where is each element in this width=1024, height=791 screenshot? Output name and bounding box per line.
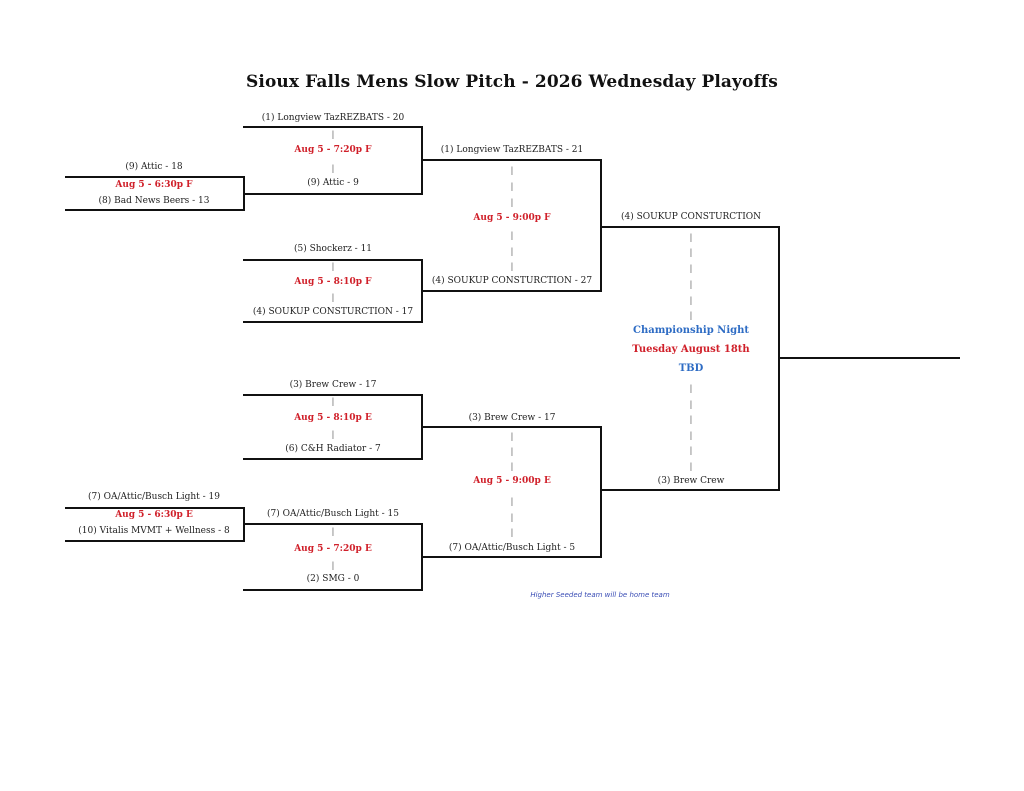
- r1-g4-team-bottom: (2) SMG - 0: [306, 574, 360, 584]
- separator: |: [331, 397, 335, 406]
- r0-top-team-bottom: (8) Bad News Beers - 13: [98, 196, 210, 206]
- separator: |: [510, 497, 514, 506]
- r1-g4-line-b: [243, 589, 423, 591]
- champion-line: [778, 357, 960, 359]
- separator: |: [689, 264, 693, 273]
- r1-g4-line-a: [243, 523, 423, 525]
- r1-g3-line-a: [243, 394, 423, 396]
- separator: |: [510, 262, 514, 271]
- championship-tbd-label: TBD: [678, 363, 704, 374]
- separator: |: [689, 233, 693, 242]
- separator: |: [510, 198, 514, 207]
- page-title: Sioux Falls Mens Slow Pitch - 2026 Wedne…: [246, 72, 778, 92]
- r2-g2-team-top: (3) Brew Crew - 17: [468, 413, 556, 423]
- r0-top-line-b: [65, 209, 245, 211]
- r2-g1-line-b: [421, 290, 602, 292]
- separator: |: [689, 384, 693, 393]
- r1-g1-team-top: (1) Longview TazREZBATS - 20: [261, 113, 405, 123]
- r2-g1-game-time: Aug 5 - 9:00p F: [473, 213, 551, 223]
- r1-g3-game-time: Aug 5 - 8:10p E: [294, 413, 372, 423]
- r1-g2-team-top: (5) Shockerz - 11: [293, 244, 373, 254]
- r0-bottom-line-b: [65, 540, 245, 542]
- championship-date-label: Tuesday August 18th: [632, 344, 750, 355]
- separator: |: [331, 164, 335, 173]
- separator: |: [331, 293, 335, 302]
- r1-g4-game-time: Aug 5 - 7:20p E: [294, 544, 372, 554]
- r2-g1-team-top: (1) Longview TazREZBATS - 21: [440, 145, 584, 155]
- r1-g2-line-a: [243, 259, 423, 261]
- r2-g1-connector: [600, 159, 602, 292]
- r1-g2-game-time: Aug 5 - 8:10p F: [294, 277, 372, 287]
- r2-g2-game-time: Aug 5 - 9:00p E: [473, 476, 551, 486]
- separator: |: [689, 446, 693, 455]
- separator: |: [689, 462, 693, 471]
- r1-g2-line-b: [243, 321, 423, 323]
- r1-g1-game-time: Aug 5 - 7:20p F: [294, 145, 372, 155]
- separator: |: [689, 248, 693, 257]
- r2-g2-line-a: [421, 426, 602, 428]
- separator: |: [331, 527, 335, 536]
- r1-g2-team-bottom: (4) SOUKUP CONSTURCTION - 17: [252, 307, 414, 317]
- final-team-top: (4) SOUKUP CONSTURCTION: [620, 212, 762, 222]
- r2-g2-line-b: [421, 556, 602, 558]
- home-team-note: Higher Seeded team will be home team: [530, 591, 670, 599]
- separator: |: [510, 231, 514, 240]
- r0-bottom-game-time: Aug 5 - 6:30p E: [115, 510, 193, 520]
- r2-g1-team-bottom: (4) SOUKUP CONSTURCTION - 27: [431, 276, 593, 286]
- r1-g1-line-a: [243, 126, 423, 128]
- separator: |: [689, 415, 693, 424]
- r1-g1-line-b: [243, 193, 423, 195]
- separator: |: [331, 430, 335, 439]
- r1-g4-team-top: (7) OA/Attic/Busch Light - 15: [266, 509, 400, 519]
- separator: |: [689, 280, 693, 289]
- separator: |: [510, 447, 514, 456]
- separator: |: [331, 262, 335, 271]
- separator: |: [510, 432, 514, 441]
- r0-top-line-a: [65, 176, 245, 178]
- separator: |: [510, 528, 514, 537]
- r0-bottom-line-a: [65, 507, 245, 509]
- r0-top-team-top: (9) Attic - 18: [125, 162, 183, 172]
- r1-g3-team-top: (3) Brew Crew - 17: [289, 380, 377, 390]
- r2-g2-team-bottom: (7) OA/Attic/Busch Light - 5: [448, 543, 576, 553]
- r1-g3-line-b: [243, 458, 423, 460]
- separator: |: [510, 462, 514, 471]
- r0-bottom-team-top: (7) OA/Attic/Busch Light - 19: [87, 492, 221, 502]
- separator: |: [510, 182, 514, 191]
- r1-g3-team-bottom: (6) C&H Radiator - 7: [285, 444, 381, 454]
- r0-bottom-team-bottom: (10) Vitalis MVMT + Wellness - 8: [78, 526, 230, 536]
- final-team-bottom: (3) Brew Crew: [657, 476, 725, 486]
- final-line-a: [600, 226, 780, 228]
- separator: |: [689, 311, 693, 320]
- championship-night-label: Championship Night: [632, 325, 750, 336]
- separator: |: [510, 513, 514, 522]
- separator: |: [510, 247, 514, 256]
- r0-top-game-time: Aug 5 - 6:30p F: [115, 180, 193, 190]
- separator: |: [331, 561, 335, 570]
- separator: |: [510, 166, 514, 175]
- separator: |: [689, 431, 693, 440]
- separator: |: [689, 400, 693, 409]
- r2-g2-connector: [600, 426, 602, 558]
- separator: |: [689, 296, 693, 305]
- r2-g1-line-a: [421, 159, 602, 161]
- separator: |: [331, 130, 335, 139]
- r1-g1-team-bottom: (9) Attic - 9: [307, 178, 359, 188]
- final-line-b: [600, 489, 780, 491]
